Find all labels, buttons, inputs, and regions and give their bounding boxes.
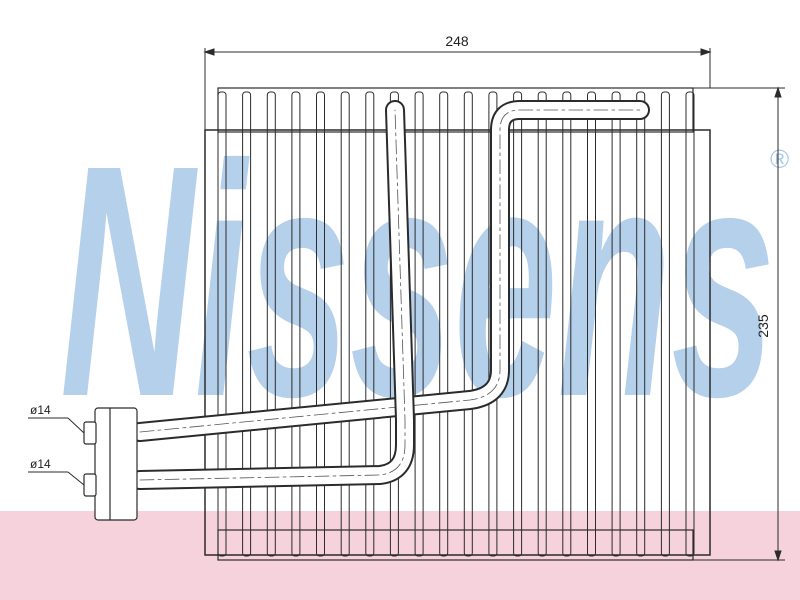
core-fin <box>611 91 621 557</box>
pipe-upper-diameter-label: ø14 <box>30 403 51 417</box>
core-fin <box>463 91 473 557</box>
core-fin <box>537 91 547 557</box>
core-fin <box>365 91 375 557</box>
core-fin <box>266 91 276 557</box>
pipe-lower-diameter-label: ø14 <box>30 457 51 471</box>
width-dimension-label: 248 <box>445 33 469 49</box>
core-fin <box>316 91 325 557</box>
core-fin <box>217 91 227 557</box>
core-fins <box>217 91 695 557</box>
height-dimension <box>693 86 785 562</box>
pipe-leaders <box>28 417 85 486</box>
core-fin <box>439 91 449 557</box>
core-fin <box>660 91 670 557</box>
watermark-registered-mark: ® <box>770 144 789 174</box>
pipe-connector-block <box>83 407 138 521</box>
core-fin <box>685 91 695 557</box>
core-fin <box>513 91 523 557</box>
core-fin <box>414 91 424 557</box>
pipe-lower <box>130 100 415 490</box>
pipe-upper <box>130 100 650 442</box>
core-fin <box>562 91 572 557</box>
height-dimension-label: 235 <box>755 314 771 338</box>
width-dimension <box>203 48 712 130</box>
core-body-outline <box>204 129 711 556</box>
core-fin <box>587 91 596 557</box>
core-fin <box>242 91 252 557</box>
core-fin <box>340 91 350 557</box>
core-fin <box>636 91 646 557</box>
core-fin <box>291 91 301 557</box>
